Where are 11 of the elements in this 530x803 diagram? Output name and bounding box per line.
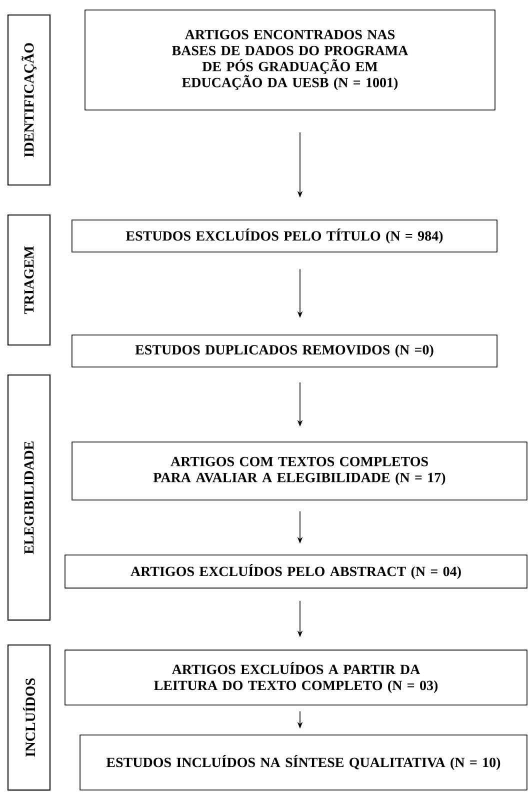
stage-label-box: INCLUÍDOS <box>7 644 51 791</box>
stage-label-box: IDENTIFICAÇÃO <box>7 14 51 186</box>
process-box: ARTIGOS EXCLUÍDOS A PARTIR DA LEITURA DO TEXTO COMPLETO (N = 03) <box>64 650 528 706</box>
stage-label-box: TRIAGEM <box>7 214 51 346</box>
process-box: ARTIGOS ENCONTRADOS NAS BASES DE DADOS DO PROGRAMA DE PÓS GRADUAÇÃO EM EDUCAÇÃO DA UESB (N = 1001) <box>84 10 496 110</box>
process-box: ARTIGOS COM TEXTOS COMPLETOS PARA AVALIAR A ELEGIBILIDADE (N = 17) <box>72 442 528 500</box>
process-box: ESTUDOS EXCLUÍDOS PELO TÍTULO (N = 984) <box>72 220 498 252</box>
process-box: ESTUDOS INCLUÍDOS NA SÍNTESE QUALITATIVA (N = 10) <box>80 734 528 790</box>
process-box: ESTUDOS DUPLICADOS REMOVIDOS (N =0) <box>72 334 498 368</box>
process-box: ARTIGOS EXCLUÍDOS PELO ABSTRACT (N = 04) <box>64 554 528 588</box>
stage-label-box: ELEGIBILIDADE <box>7 374 51 621</box>
